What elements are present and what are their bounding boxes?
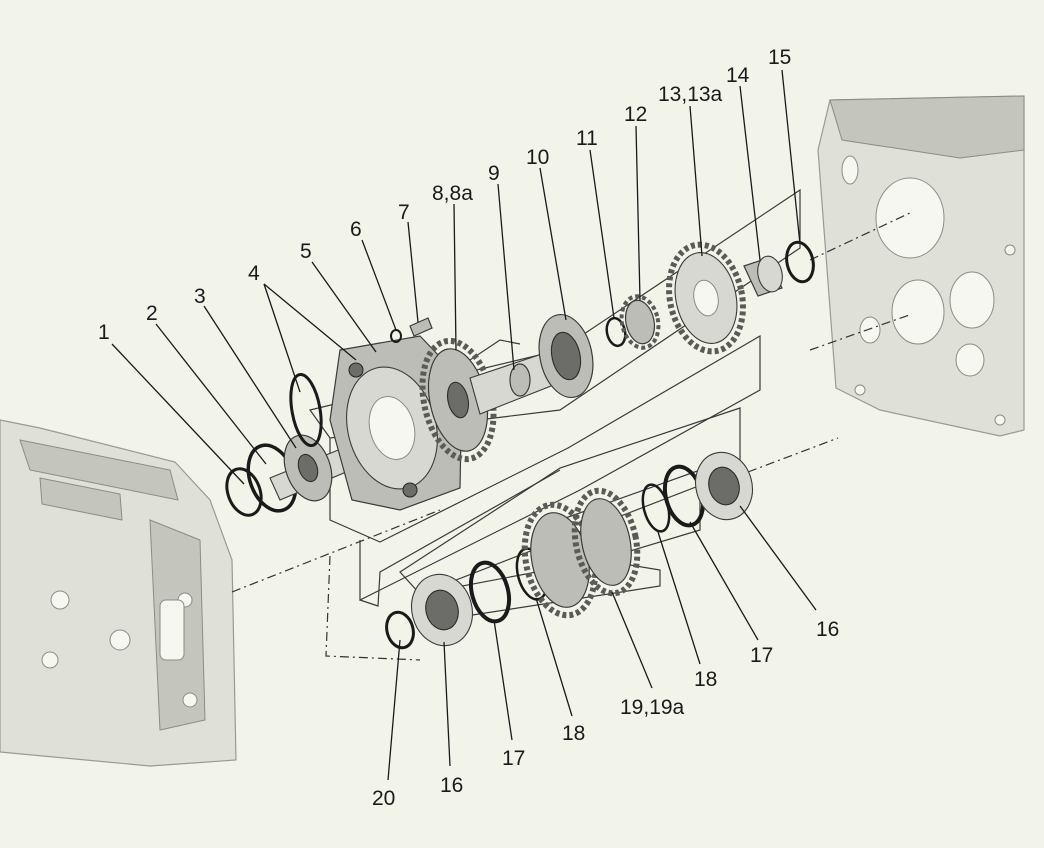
callout-1: 1 [98, 321, 110, 344]
callout-12: 12 [624, 103, 647, 126]
bearing-16-left [411, 573, 473, 647]
callout-5: 5 [300, 240, 312, 263]
callout-7: 7 [398, 201, 410, 224]
callout-17-right: 17 [750, 644, 773, 667]
center-lines [231, 211, 913, 661]
bolt-7 [409, 317, 433, 337]
retaining-ring-1 [225, 467, 263, 517]
callout-18-left: 18 [562, 722, 585, 745]
callout-11: 11 [576, 127, 598, 150]
ring-15 [785, 240, 815, 284]
callout-15: 15 [768, 46, 791, 69]
callout-labels: 1 2 3 4 5 6 7 8,8a 9 10 11 12 13,13a 14 … [98, 46, 839, 810]
callout-3: 3 [194, 285, 206, 308]
callout-16-left: 16 [440, 774, 463, 797]
callout-16-right: 16 [816, 618, 839, 641]
callout-17-left: 17 [502, 747, 525, 770]
callout-10: 10 [526, 146, 549, 169]
right-housing [817, 95, 1025, 437]
callout-18-right: 18 [694, 668, 717, 691]
callout-9: 9 [488, 162, 500, 185]
leader-lines [111, 69, 817, 781]
callout-19-19a: 19,19a [620, 696, 685, 719]
ring-20 [385, 610, 415, 650]
left-housing [0, 419, 237, 767]
callout-2: 2 [146, 302, 158, 325]
spacer-17-left [468, 560, 512, 624]
gear-cluster-19 [521, 487, 641, 619]
callout-6: 6 [350, 218, 362, 241]
coupling-10 [538, 313, 594, 399]
callout-4: 4 [248, 262, 260, 285]
bushing-14 [743, 255, 783, 297]
callout-20: 20 [372, 787, 395, 810]
callout-14: 14 [726, 64, 750, 87]
callout-13-13a: 13,13a [658, 83, 723, 106]
ring-11 [605, 316, 627, 348]
gear-12 [619, 294, 661, 350]
gear-13 [666, 241, 746, 355]
bearing-16-right [695, 451, 753, 521]
snap-ring-4 [289, 372, 323, 448]
callout-8-8a: 8,8a [432, 182, 473, 205]
